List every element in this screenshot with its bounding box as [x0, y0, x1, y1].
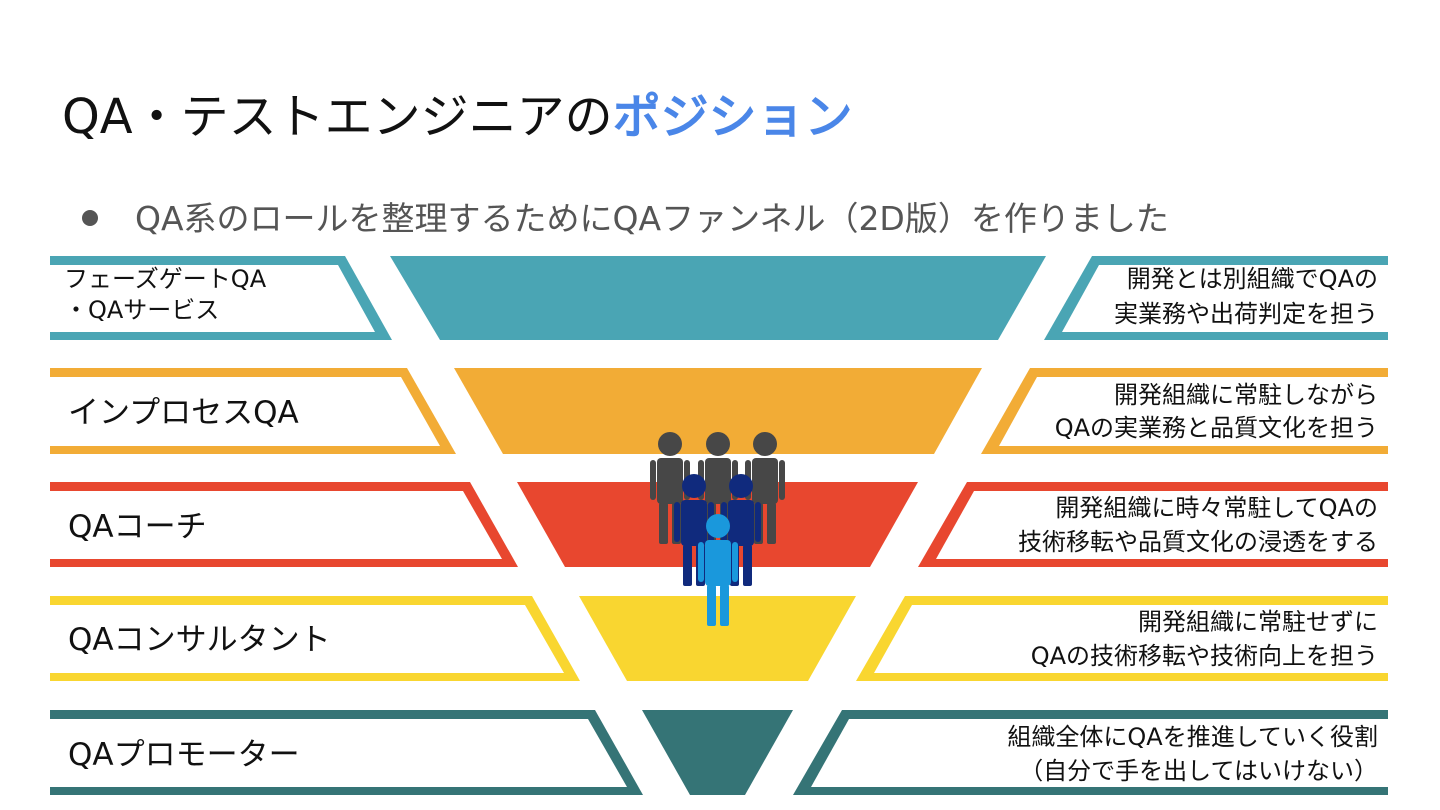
- tier-2-right-inner: [999, 377, 1388, 446]
- tier-4-desc-line2: QAの技術移転や技術向上を担う: [1031, 642, 1378, 670]
- tier-1-desc-line1: 開発とは別組織でQAの: [1127, 265, 1378, 293]
- tier-1-right-inner: [1062, 265, 1388, 332]
- slide-title-main: QA・テストエンジニアの: [62, 89, 613, 145]
- bullet-text: QA系のロールを整理するためにQAファンネル（2D版）を作りました: [135, 199, 1169, 238]
- tier-1-name-line2: ・QAサービス: [64, 296, 219, 324]
- slide-title: QA・テストエンジニアのポジション: [62, 89, 853, 145]
- funnel-tier-3: QAコーチ 開発組織に時々常駐してQAの 技術移転や品質文化の浸透をする: [50, 482, 1388, 567]
- tier-5-right-inner: [811, 719, 1388, 787]
- tier-2-desc-line1: 開発組織に常駐しながら: [1114, 381, 1378, 409]
- funnel-tier-4: QAコンサルタント 開発組織に常駐せずに QAの技術移転や技術向上を担う: [50, 596, 1388, 681]
- tier-5-desc-line1: 組織全体にQAを推進していく役割: [1007, 723, 1378, 751]
- tier-4-desc-line1: 開発組織に常駐せずに: [1138, 608, 1378, 636]
- funnel-tier-2: インプロセスQA 開発組織に常駐しながら QAの実業務と品質文化を担う: [50, 368, 1388, 454]
- bullet-dot: [82, 210, 98, 226]
- funnel-tier-5: QAプロモーター 組織全体にQAを推進していく役割 （自分で手を出してはいけない…: [50, 710, 1388, 795]
- tier-2-name: インプロセスQA: [68, 395, 299, 431]
- tier-4-right-inner: [874, 605, 1388, 673]
- tier-2-left-inner: [50, 377, 440, 446]
- tier-5-desc-line2: （自分で手を出してはいけない）: [1019, 757, 1378, 785]
- tier-1-desc-line2: 実業務や出荷判定を担う: [1114, 300, 1378, 328]
- tier-1-funnel-band: [390, 256, 1046, 340]
- tier-3-desc-line1: 開発組織に時々常駐してQAの: [1055, 494, 1378, 522]
- tier-3-name: QAコーチ: [68, 509, 207, 545]
- tier-1-name: フェーズゲートQA: [64, 265, 267, 293]
- tier-3-left-inner: [50, 491, 502, 559]
- funnel-tier-1: フェーズゲートQA ・QAサービス 開発とは別組織でQAの 実業務や出荷判定を担…: [50, 256, 1388, 340]
- tier-5-name: QAプロモーター: [68, 737, 300, 773]
- tier-5-funnel-band: [642, 710, 793, 795]
- tier-4-name: QAコンサルタント: [68, 622, 331, 658]
- slide-title-accent: ポジション: [613, 89, 853, 145]
- tier-1-left-inner: [50, 265, 375, 332]
- tier-3-right-inner: [936, 491, 1388, 559]
- tier-5-left-inner: [50, 719, 627, 787]
- tier-4-funnel-band: [579, 596, 856, 681]
- tier-2-funnel-band: [454, 368, 982, 454]
- tier-4-left-inner: [50, 605, 564, 673]
- tier-2-desc-line2: QAの実業務と品質文化を担う: [1055, 414, 1378, 442]
- tier-3-desc-line2: 技術移転や品質文化の浸透をする: [1018, 528, 1378, 556]
